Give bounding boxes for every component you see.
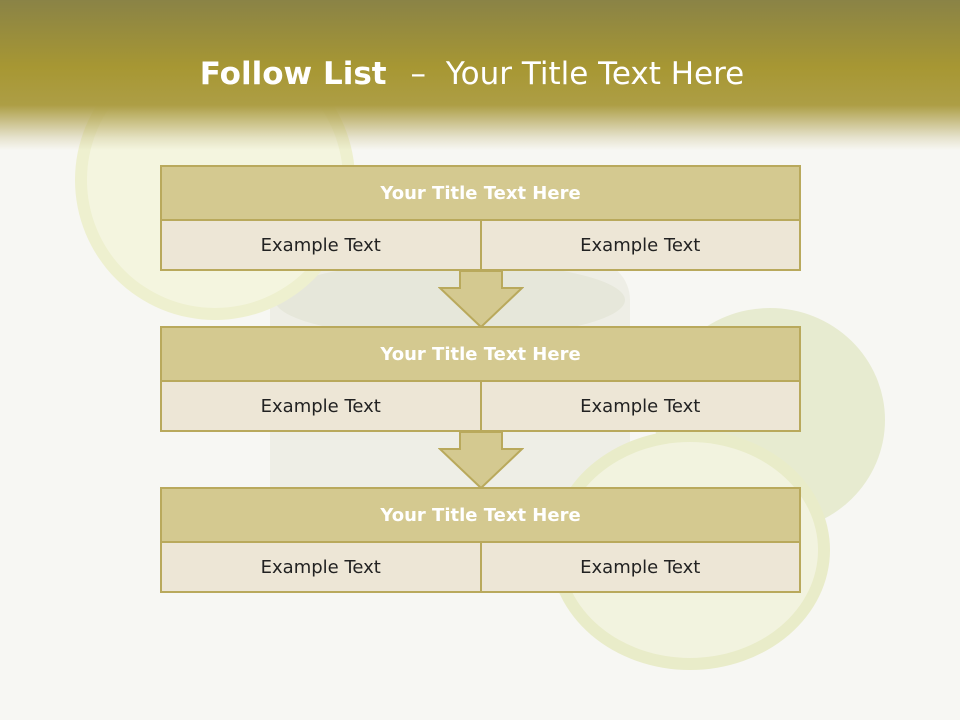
down-arrow-icon <box>438 431 524 489</box>
slide-title-bold: Follow List <box>199 56 387 92</box>
slide-title: Follow List – Your Title Text Here <box>0 54 944 94</box>
block-3-left-text: Example Text <box>160 543 482 593</box>
slide-title-dash: – <box>410 56 426 92</box>
list-block-1: Your Title Text Here Example Text Exampl… <box>160 165 801 271</box>
block-2-right-text: Example Text <box>481 382 801 432</box>
block-title-1: Your Title Text Here <box>160 165 801 221</box>
header-band <box>0 0 960 150</box>
block-row-2: Example Text Example Text <box>160 382 801 432</box>
block-1-right-text: Example Text <box>481 221 801 271</box>
slide-title-rest: Your Title Text Here <box>445 56 745 92</box>
block-2-left-text: Example Text <box>160 382 482 432</box>
down-arrow-icon <box>438 270 524 328</box>
block-row-3: Example Text Example Text <box>160 543 801 593</box>
block-title-3: Your Title Text Here <box>160 487 801 543</box>
list-block-2: Your Title Text Here Example Text Exampl… <box>160 326 801 432</box>
block-title-2: Your Title Text Here <box>160 326 801 382</box>
block-3-right-text: Example Text <box>481 543 801 593</box>
block-1-left-text: Example Text <box>160 221 482 271</box>
block-row-1: Example Text Example Text <box>160 221 801 271</box>
list-block-3: Your Title Text Here Example Text Exampl… <box>160 487 801 593</box>
